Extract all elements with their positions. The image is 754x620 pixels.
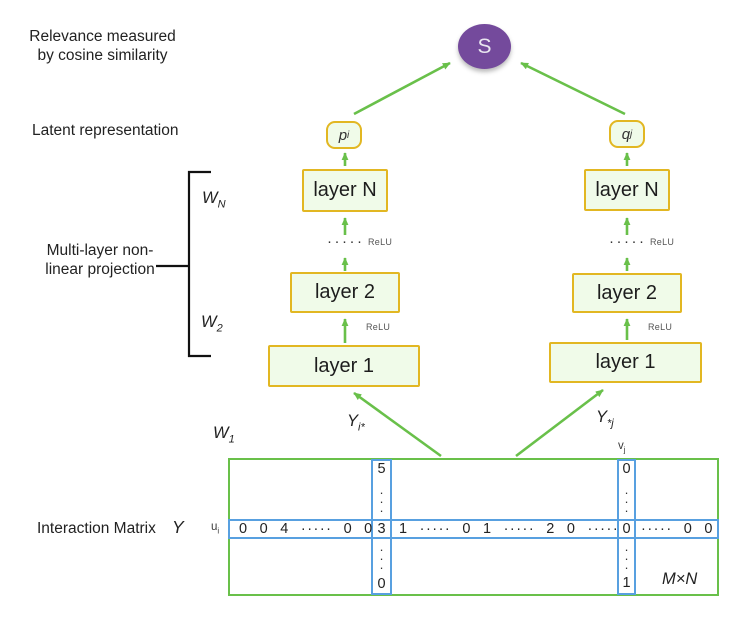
vj-sub: j xyxy=(623,445,626,455)
matrix-size-label: M×N xyxy=(662,570,698,588)
right-layer-n-box: layer N xyxy=(584,169,670,211)
right-layer-2-box: layer 2 xyxy=(572,273,682,313)
arrow-qj-to-score xyxy=(520,61,626,116)
weight-label-w2: W2 xyxy=(201,313,223,334)
projection-label: Multi-layer non- linear projection xyxy=(45,242,155,278)
row-label-ui: ui xyxy=(211,521,219,535)
qj-base: q xyxy=(621,125,631,143)
pi-base: p xyxy=(338,126,348,144)
matrix-cell-3: 3 xyxy=(377,521,386,537)
yi-base: Y xyxy=(347,412,359,430)
matrix-highlight-row xyxy=(228,519,719,539)
right-dots: ····· xyxy=(609,233,647,250)
pi-sub: i xyxy=(347,129,350,141)
right-relu-bottom-label: ReLU xyxy=(648,322,673,332)
left-layer-n-box: layer N xyxy=(302,169,388,212)
yj-base: Y xyxy=(596,408,608,426)
latent-representation-label: Latent representation xyxy=(32,122,179,139)
right-layer-1-box: layer 1 xyxy=(549,342,702,383)
matrix-col-right-dots-upper: · · · xyxy=(624,485,629,518)
weight-label-wn: WN xyxy=(202,189,226,210)
matrix-row-middle-values: 1 ····· 0 1 ····· 2 0 ····· xyxy=(399,521,620,537)
col-label-vj: vj xyxy=(618,440,626,454)
matrix-col-left-top: 5 xyxy=(377,461,386,477)
input-label-yi: Yi* xyxy=(347,412,365,433)
matrix-symbol-y: Y xyxy=(172,517,184,537)
left-relu-top-label: ReLU xyxy=(368,237,393,247)
left-layer-2-box: layer 2 xyxy=(290,272,400,313)
w2-base: W xyxy=(201,313,217,331)
arrow-matrix-col-to-right-layer1 xyxy=(515,388,604,458)
matrix-highlight-col-left xyxy=(371,459,392,595)
matrix-col-right-top: 0 xyxy=(622,461,631,477)
matrix-row-right-values: ····· 0 0 xyxy=(641,521,714,537)
matrix-row-left-values: 0 0 4 ····· 0 0 xyxy=(239,521,374,537)
ui-base: u xyxy=(211,521,218,533)
right-relu-top-label: ReLU xyxy=(650,237,675,247)
arrow-matrix-row-to-left-layer1 xyxy=(353,391,442,458)
vj-base: v xyxy=(618,440,624,452)
qj-sub: j xyxy=(630,128,633,140)
yi-sub: i* xyxy=(358,421,365,434)
weight-label-w1: W1 xyxy=(213,424,235,445)
wn-base: W xyxy=(202,189,218,207)
wn-sub: N xyxy=(217,198,226,211)
input-label-yj: Y*j xyxy=(596,408,614,429)
matrix-col-right-bottom: 1 xyxy=(622,575,631,591)
ui-sub: i xyxy=(217,526,220,536)
interaction-matrix-label: Interaction Matrix xyxy=(37,520,156,537)
left-dots: ····· xyxy=(327,233,365,250)
matrix-col-right-dots-lower: · · · xyxy=(624,542,629,575)
left-relu-bottom-label: ReLU xyxy=(366,322,391,332)
score-node: S xyxy=(458,24,511,69)
w1-sub: 1 xyxy=(228,433,235,446)
w1-base: W xyxy=(213,424,229,442)
yj-sub: *j xyxy=(607,417,614,430)
left-layer-1-box: layer 1 xyxy=(268,345,420,387)
w2-sub: 2 xyxy=(216,322,223,335)
matrix-highlight-col-right xyxy=(617,459,636,595)
relevance-label: Relevance measured by cosine similarity xyxy=(29,28,176,64)
arrow-pi-to-score xyxy=(353,61,451,116)
matrix-col-left-dots-lower: · · · xyxy=(379,542,384,575)
matrix-col-left-bottom: 0 xyxy=(377,576,386,592)
matrix-cell-0: 0 xyxy=(622,521,631,537)
matrix-col-left-dots-upper: · · · xyxy=(379,485,384,518)
